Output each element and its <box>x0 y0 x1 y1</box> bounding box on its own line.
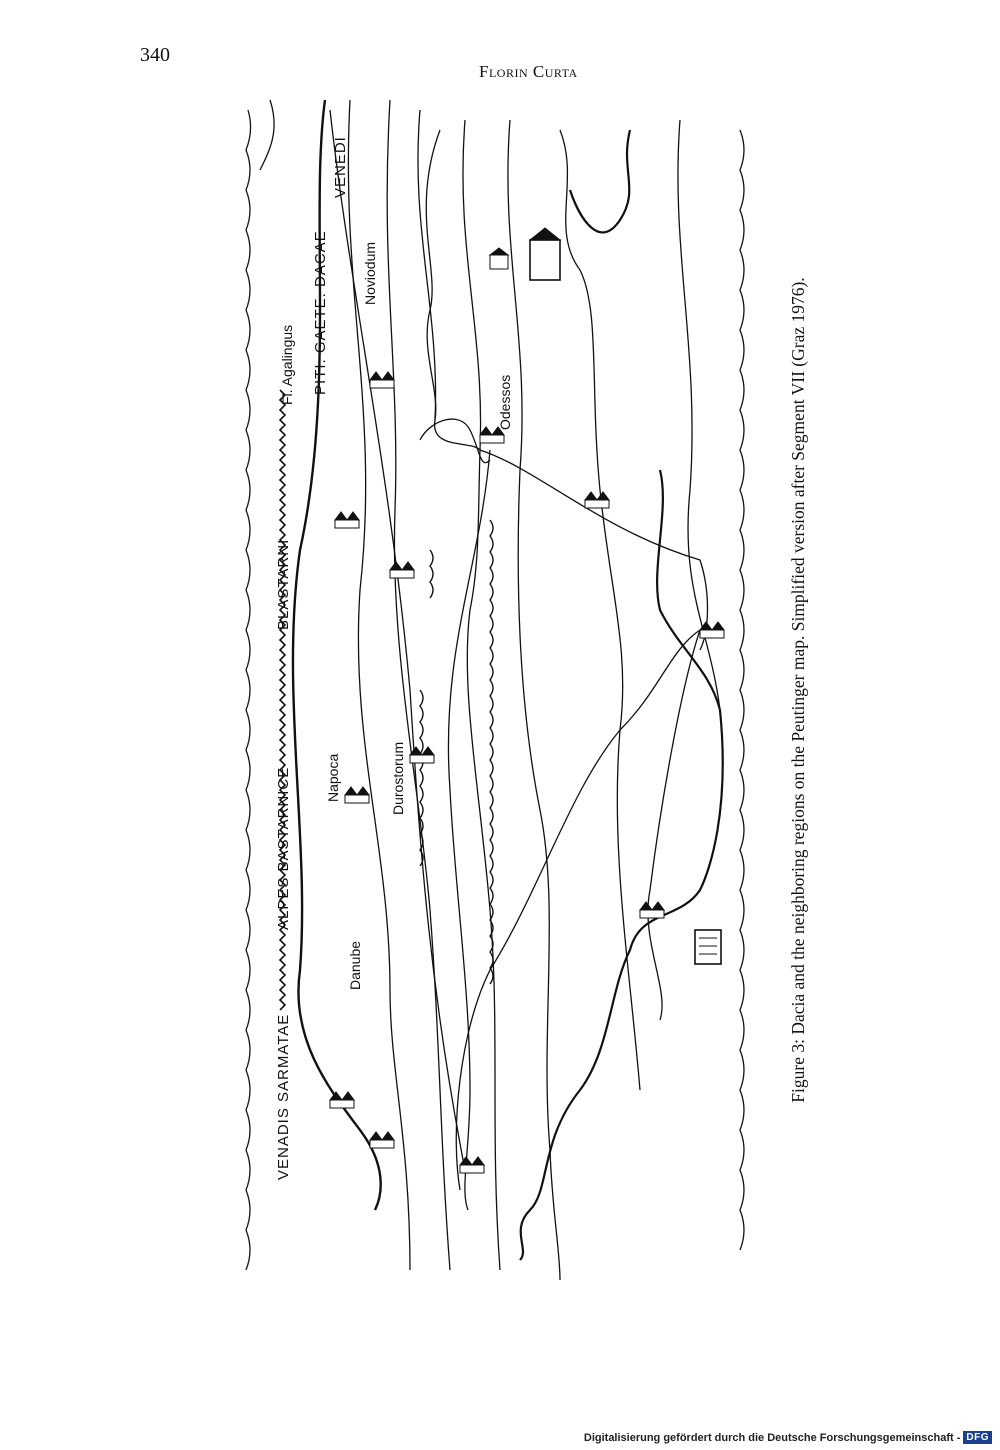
label-blastarni: BLASTARNI <box>275 539 292 630</box>
constantinople-vignette <box>528 227 562 281</box>
inlet-odessos <box>419 418 491 464</box>
label-napoca: Napoca <box>325 754 341 802</box>
figure-caption-text: Figure 3: Dacia and the neighboring regi… <box>788 277 808 1103</box>
settlement-vignette <box>459 1156 485 1174</box>
peutinger-map-figure: VENADIS SARMATAE ALPES BASTARNICE BLASTA… <box>240 90 760 1290</box>
settlement-vignette <box>344 786 370 804</box>
road-2 <box>447 449 491 1211</box>
settlement-vignette <box>699 621 725 639</box>
digitization-footer: Digitalisierung gefördert durch die Deut… <box>584 1431 992 1444</box>
gulf-left <box>425 129 441 421</box>
label-venadis-sarmatae: VENADIS SARMATAE <box>275 1014 292 1180</box>
map-labels: VENADIS SARMATAE ALPES BASTARNICE BLASTA… <box>275 136 513 1180</box>
settlement-vignette <box>329 1091 355 1109</box>
road-4 <box>647 629 701 1021</box>
black-sea-coast <box>519 129 724 1261</box>
road-1 <box>329 109 466 1171</box>
map-drawing: VENADIS SARMATAE ALPES BASTARNICE BLASTA… <box>245 99 745 1281</box>
settlement-vignette <box>584 491 610 509</box>
label-piti-gaete-dacae: PITI. GAETE. DACAE <box>312 230 329 395</box>
road-5 <box>455 629 701 1191</box>
mountains-middle-2 <box>489 519 494 985</box>
label-alpes-bastarnice: ALPES BASTARNICE <box>275 767 292 930</box>
label-fl-agalingus: Fl. Agalingus <box>279 325 295 405</box>
settlement-vignettes <box>329 227 725 1174</box>
settlement-vignette <box>488 247 510 270</box>
danube-river <box>291 99 382 1211</box>
road-3 <box>479 449 709 651</box>
running-head: Florin Curta <box>479 62 578 81</box>
settlement-vignette <box>409 746 435 764</box>
settlement-vignette <box>389 561 415 579</box>
coastline-right <box>739 129 745 1251</box>
settlement-vignette <box>639 901 665 919</box>
coastline-left <box>245 109 252 1271</box>
band-d <box>462 119 501 1271</box>
label-danube: Danube <box>347 941 363 990</box>
label-durostorum: Durostorum <box>390 742 406 815</box>
large-city-vignette <box>694 929 722 965</box>
band-b <box>386 99 451 1271</box>
band-g <box>677 119 721 711</box>
band-f <box>559 129 641 1091</box>
band-a <box>347 99 411 1271</box>
band-e <box>507 119 561 1281</box>
label-noviodum: Noviodum <box>362 242 378 305</box>
alpes-bastarnice-range <box>278 389 287 1011</box>
settlement-vignette <box>479 426 505 444</box>
label-venedi: VENEDI <box>332 136 349 198</box>
label-odessos: Odessos <box>497 375 513 430</box>
settlement-vignette <box>334 511 360 529</box>
dfg-logo: DFG <box>963 1431 992 1444</box>
page-number: 340 <box>140 44 170 66</box>
digitization-note: Digitalisierung gefördert durch die Deut… <box>583 1431 961 1444</box>
settlement-vignette <box>369 1131 395 1149</box>
band-c <box>417 109 481 451</box>
settlement-vignette <box>369 371 395 389</box>
mountains-middle-1 <box>419 549 434 867</box>
northern-sea-line <box>259 99 275 171</box>
